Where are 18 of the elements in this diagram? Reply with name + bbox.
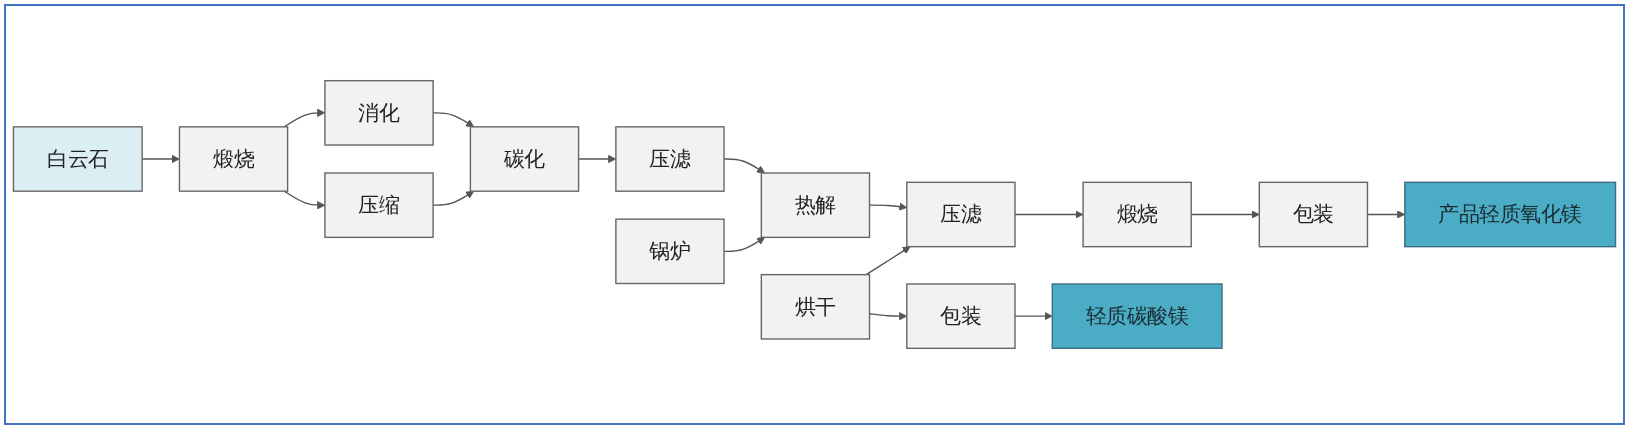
node-box: 包装 (1258, 181, 1369, 248)
node-box: 轻质碳酸镁 (1051, 283, 1223, 349)
node-box: 煅烧 (1082, 181, 1192, 248)
node-box: 碳化 (469, 126, 580, 192)
node-box: 包装 (906, 283, 1016, 349)
node-box: 压缩 (324, 172, 434, 239)
node-box: 烘干 (760, 273, 871, 340)
arrow (865, 246, 911, 276)
node-box: 压滤 (615, 126, 725, 192)
arrow (1014, 312, 1053, 321)
node-box: 消化 (324, 80, 434, 146)
arrow (1014, 210, 1084, 219)
node-box: 压滤 (906, 181, 1016, 248)
node-box: 热解 (760, 172, 871, 239)
node-box: 煅烧 (178, 126, 289, 192)
node-box: 白云石 (12, 126, 143, 192)
node-box: 产品轻质氧化镁 (1404, 181, 1617, 248)
node-box: 锅炉 (615, 218, 725, 285)
